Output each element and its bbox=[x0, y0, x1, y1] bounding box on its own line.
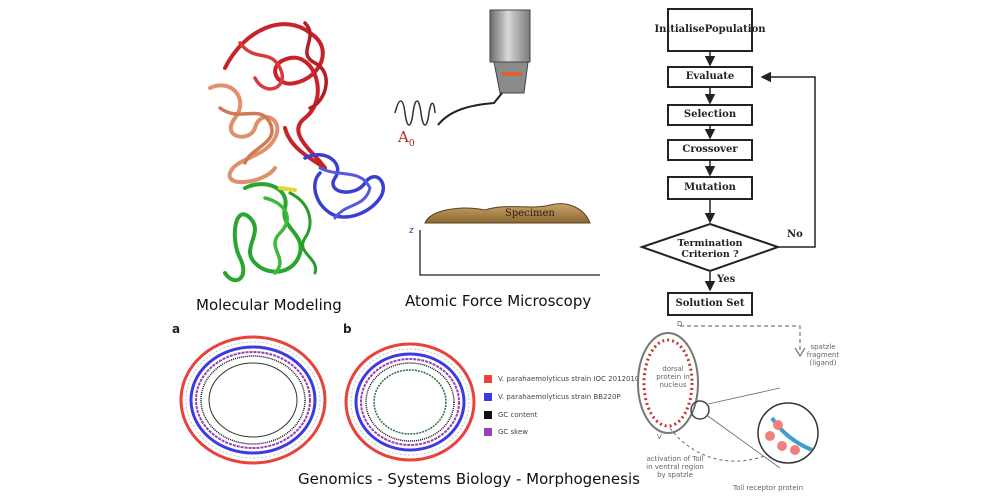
legend-label: GC skew bbox=[498, 428, 529, 436]
genome-map-b bbox=[344, 342, 476, 462]
dorsal-label: D bbox=[677, 320, 683, 328]
nucleus-label: dorsal protein in nucleus bbox=[656, 365, 690, 389]
yes-branch-label: Yes bbox=[717, 274, 736, 285]
legend-swatch bbox=[484, 411, 492, 419]
green-domain bbox=[223, 182, 303, 283]
legend-label: GC content bbox=[498, 411, 538, 419]
red-domain bbox=[223, 22, 327, 170]
no-branch-label: No bbox=[787, 229, 803, 240]
molecular-modeling-caption: Molecular Modeling bbox=[196, 296, 342, 314]
legend-item: V. parahaemolyticus strain BB220P bbox=[484, 393, 621, 401]
panel-a-label: a bbox=[172, 322, 181, 336]
legend-swatch bbox=[484, 393, 492, 401]
flowchart-connectors bbox=[638, 52, 816, 292]
ventral-label: V bbox=[657, 433, 662, 441]
panel-b-label: b bbox=[343, 322, 352, 336]
probe-holder bbox=[493, 61, 529, 94]
protein-structure-illustration bbox=[208, 21, 386, 283]
bottom-caption: Genomics - Systems Biology - Morphogenes… bbox=[298, 470, 640, 488]
embryo-outline bbox=[637, 332, 699, 434]
genome-map-a bbox=[179, 335, 327, 465]
afm-illustration bbox=[394, 9, 600, 276]
spatzle-label: spatzle fragment (ligand) bbox=[806, 343, 840, 367]
legend-item: GC skew bbox=[484, 428, 528, 436]
flow-step-selection: Selection bbox=[667, 104, 753, 126]
dv-arrow bbox=[680, 325, 801, 353]
tan-domain bbox=[208, 83, 280, 185]
specimen-label: Specimen bbox=[505, 208, 555, 219]
legend-swatch bbox=[484, 428, 492, 436]
laser-band bbox=[502, 72, 522, 76]
flow-step-solution-set: Solution Set bbox=[667, 292, 753, 316]
z-axis bbox=[419, 230, 600, 276]
amplitude-label: A0 bbox=[398, 128, 415, 149]
legend-item: GC content bbox=[484, 411, 537, 419]
decision-diamond bbox=[638, 222, 782, 273]
legend-label: V. parahaemolyticus strain IOC 2012010 bbox=[498, 375, 640, 383]
flow-step-crossover: Crossover bbox=[667, 139, 753, 161]
oscillation-wave-icon bbox=[394, 100, 436, 126]
z-axis-label: z bbox=[409, 226, 414, 236]
specimen bbox=[424, 203, 591, 224]
probe-barrel bbox=[489, 9, 531, 63]
morphogenesis-illustration bbox=[637, 325, 819, 469]
legend-label: V. parahaemolyticus strain BB220P bbox=[498, 393, 621, 401]
toll-receptor-label: Toll receptor protein bbox=[732, 484, 804, 492]
legend-swatch bbox=[484, 375, 492, 383]
flow-step-mutation: Mutation bbox=[667, 176, 753, 200]
legend-item: V. parahaemolyticus strain IOC 2012010 bbox=[484, 375, 639, 383]
toll-activation-label: activation of Toll in ventral region by … bbox=[646, 455, 704, 479]
flow-step-evaluate: Evaluate bbox=[667, 66, 753, 88]
afm-caption: Atomic Force Microscopy bbox=[405, 292, 592, 310]
cantilever bbox=[437, 92, 503, 126]
